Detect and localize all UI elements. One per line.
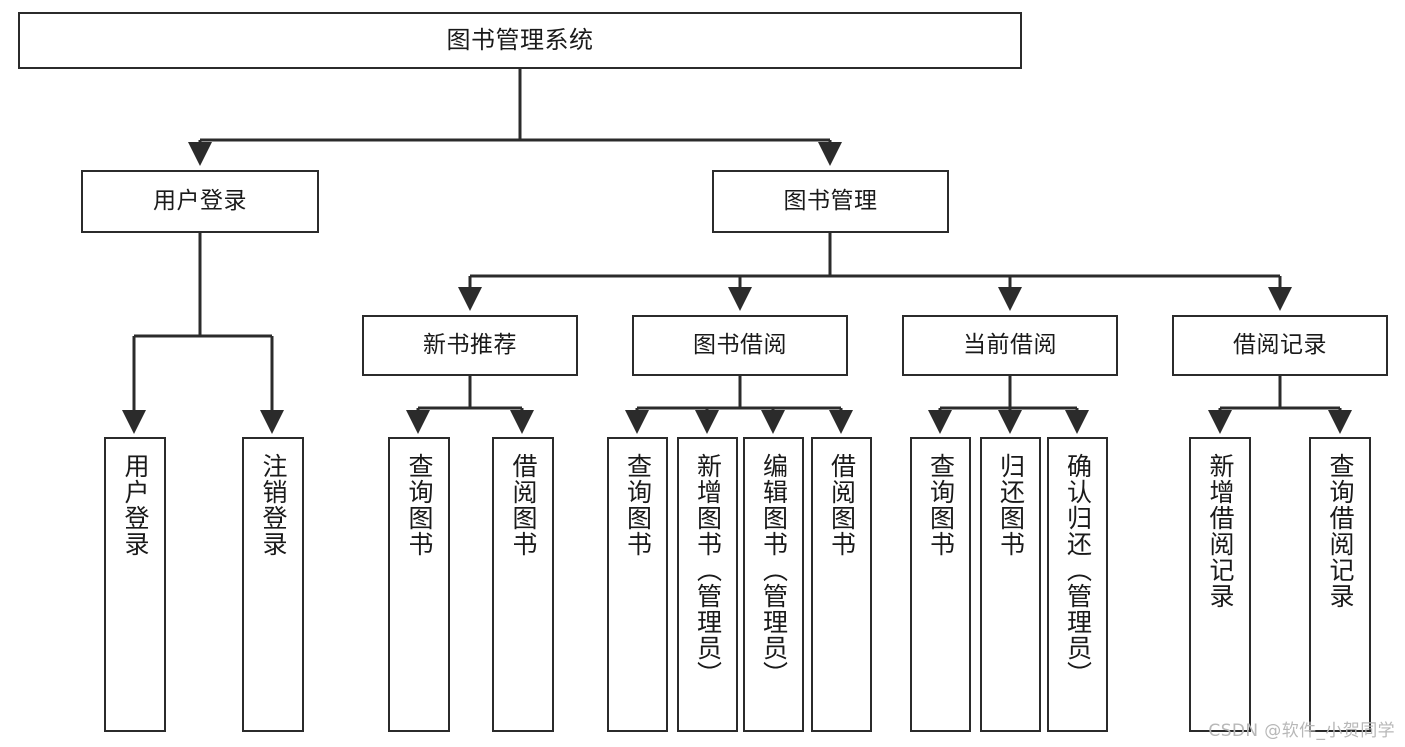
node-borrowing-records[interactable]: 借阅记录 — [1172, 315, 1388, 376]
leaf-query-book-borrow[interactable]: 查询图书 — [607, 437, 668, 732]
node-label: 用户登录 — [121, 453, 150, 557]
leaf-query-borrow-record[interactable]: 查询借阅记录 — [1309, 437, 1371, 732]
node-book-management[interactable]: 图书管理 — [712, 170, 949, 233]
leaf-edit-book-admin[interactable]: 编辑图书（管理员） — [743, 437, 804, 732]
node-label: 编辑图书（管理员） — [759, 453, 789, 687]
node-book-borrowing[interactable]: 图书借阅 — [632, 315, 848, 376]
csdn-watermark: CSDN @软件_小贺同学 — [1208, 721, 1395, 741]
node-label: 确认归还（管理员） — [1063, 453, 1093, 687]
node-new-book-recommendation[interactable]: 新书推荐 — [362, 315, 578, 376]
leaf-borrow-book-new[interactable]: 借阅图书 — [492, 437, 554, 732]
node-label: 图书管理系统 — [446, 26, 594, 55]
leaf-borrow-book[interactable]: 借阅图书 — [811, 437, 872, 732]
node-root-book-management-system[interactable]: 图书管理系统 — [18, 12, 1022, 69]
node-user-login[interactable]: 用户登录 — [81, 170, 319, 233]
node-label: 查询图书 — [405, 453, 434, 557]
node-label: 归还图书 — [996, 453, 1026, 557]
node-label: 查询借阅记录 — [1326, 453, 1355, 609]
leaf-add-borrow-record[interactable]: 新增借阅记录 — [1189, 437, 1251, 732]
leaf-user-login[interactable]: 用户登录 — [104, 437, 166, 732]
node-label: 查询图书 — [623, 453, 653, 557]
node-label: 注销登录 — [259, 453, 288, 557]
node-label: 图书管理 — [783, 187, 878, 214]
node-label: 图书借阅 — [693, 331, 787, 358]
node-label: 新增借阅记录 — [1206, 453, 1235, 609]
node-label: 用户登录 — [153, 187, 247, 214]
node-label: 借阅图书 — [827, 453, 857, 557]
node-label: 借阅图书 — [509, 453, 538, 557]
leaf-add-book-admin[interactable]: 新增图书（管理员） — [677, 437, 738, 732]
leaf-query-book-current[interactable]: 查询图书 — [910, 437, 971, 732]
leaf-return-book[interactable]: 归还图书 — [980, 437, 1041, 732]
leaf-confirm-return-admin[interactable]: 确认归还（管理员） — [1047, 437, 1108, 732]
node-label: 新书推荐 — [423, 331, 517, 358]
node-label: 查询图书 — [926, 453, 956, 557]
node-label: 当前借阅 — [963, 331, 1057, 358]
node-current-borrowing[interactable]: 当前借阅 — [902, 315, 1118, 376]
leaf-query-book-new[interactable]: 查询图书 — [388, 437, 450, 732]
node-label: 新增图书（管理员） — [693, 453, 723, 687]
node-label: 借阅记录 — [1233, 331, 1327, 358]
leaf-logout[interactable]: 注销登录 — [242, 437, 304, 732]
